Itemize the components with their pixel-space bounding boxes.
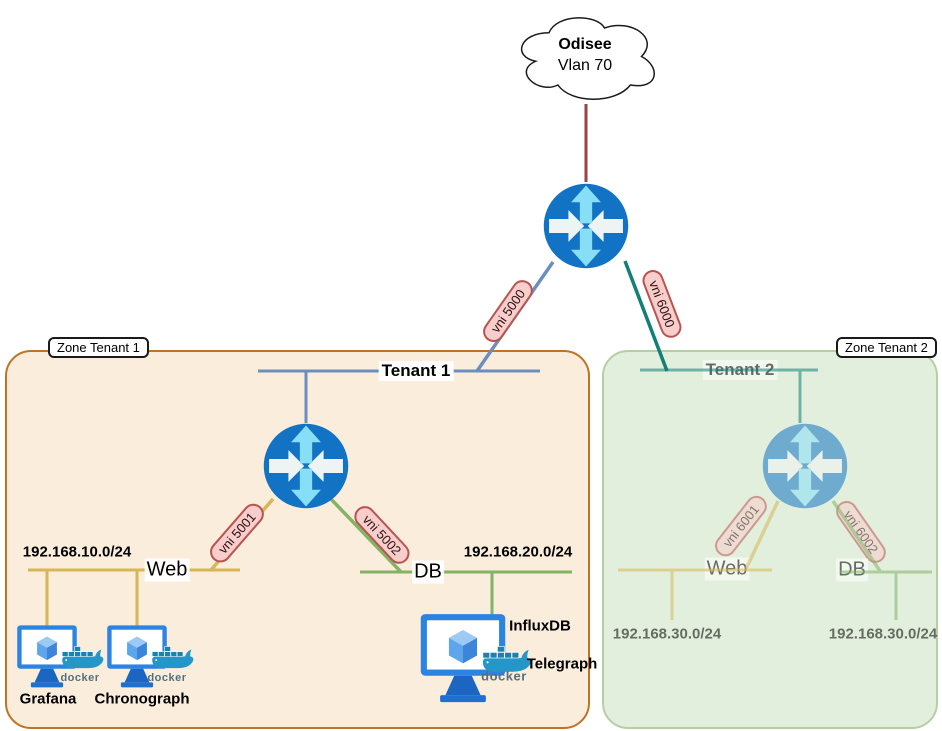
tenant2-router-icon [762, 423, 848, 509]
chronograph-label: Chronograph [94, 690, 190, 708]
docker-wordmark: docker [481, 668, 527, 684]
tenant1-db-subnet: 192.168.20.0/24 [463, 543, 573, 561]
tenant1-web-segment-label: Web [144, 558, 190, 582]
tenant1-web-subnet: 192.168.10.0/24 [22, 543, 132, 561]
core-router-icon [543, 183, 629, 269]
zone-tenant1-label: Zone Tenant 1 [48, 337, 149, 358]
docker-wordmark: docker [60, 672, 100, 684]
tenant2-db-segment-label: DB [836, 558, 868, 582]
grafana-label: Grafana [19, 690, 77, 708]
tenant1-router-icon [263, 423, 349, 509]
tenant1-bus-label: Tenant 1 [378, 361, 454, 381]
link-vni-5002 [328, 496, 403, 574]
tenant2-web-subnet: 192.168.30.0/24 [612, 625, 722, 643]
link-vni-6000 [623, 260, 669, 372]
docker-wordmark: docker [147, 672, 187, 684]
zone-tenant2-area [602, 350, 938, 729]
cloud-shape [520, 17, 655, 100]
tenant2-wiring [618, 368, 932, 620]
tenant1-db-segment-label: DB [412, 560, 444, 584]
link-vni-6002 [831, 500, 882, 572]
telegraph-label: Telegraph [526, 655, 598, 673]
influxdb-label: InfluxDB [509, 617, 571, 635]
zone-tenant2-label: Zone Tenant 2 [836, 337, 937, 358]
tenant2-db-subnet: 192.168.30.0/24 [828, 625, 938, 643]
link-vni-6001 [744, 500, 780, 570]
cloud-name: Odisee [558, 36, 612, 53]
cloud-vlan: Vlan 70 [557, 57, 613, 74]
